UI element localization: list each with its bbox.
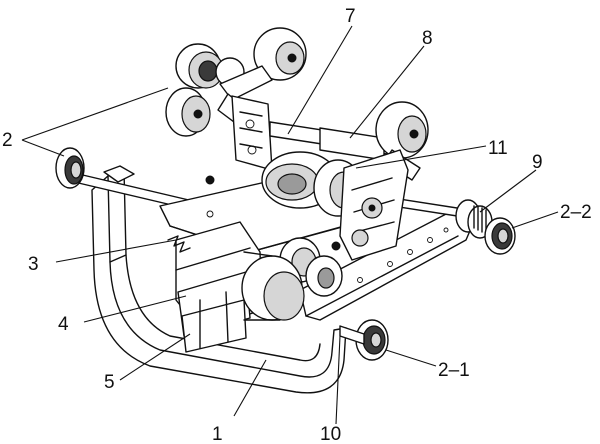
drive-motor (167, 221, 305, 353)
callout-9: 9 (532, 152, 543, 173)
callout-2-2: 2–2 (560, 202, 592, 223)
callout-labels: 2 3 4 5 1 7 8 11 9 2–2 2–1 10 (2, 6, 592, 444)
top-shaft (269, 121, 401, 161)
upper-rollers (165, 27, 307, 137)
callout-2: 2 (2, 130, 13, 151)
side-plate (299, 211, 473, 321)
rear-bracket (231, 95, 273, 171)
callout-11: 11 (488, 138, 508, 159)
callout-3: 3 (28, 254, 39, 275)
callout-8: 8 (422, 28, 433, 49)
callout-10: 10 (320, 424, 341, 444)
callout-2-1: 2–1 (438, 360, 470, 381)
ratchet-assembly (339, 149, 409, 261)
left-rear-wheel (55, 147, 85, 189)
leader-lines (21, 25, 559, 425)
wheel-2-1 (339, 319, 389, 361)
wheel-2-2 (455, 199, 516, 255)
callout-5: 5 (104, 372, 115, 393)
callout-7: 7 (345, 6, 356, 27)
callout-4: 4 (58, 314, 69, 335)
callout-1: 1 (212, 424, 223, 444)
